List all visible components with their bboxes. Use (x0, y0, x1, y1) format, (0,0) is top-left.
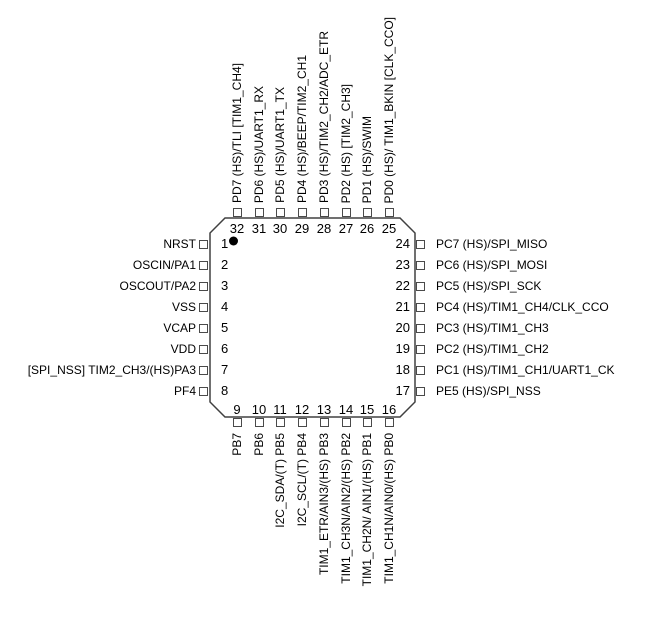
pin-label: PF4 (173, 383, 196, 398)
pin-lead-4 (199, 302, 208, 312)
pin-lead-22 (416, 281, 425, 291)
pin-number: 5 (221, 320, 229, 335)
pin-label: OSCIN/PA1 (132, 257, 196, 272)
pin-lead-14 (341, 418, 351, 427)
pin-label: I2C_SDA/(T) PB5 (273, 433, 287, 528)
pin-lead-20 (416, 323, 425, 333)
pin-lead-31 (254, 208, 264, 217)
pin-number: 20 (395, 320, 410, 335)
pin-lead-23 (416, 260, 425, 270)
pin-lead-21 (416, 302, 425, 312)
pin-lead-30 (275, 208, 285, 217)
pin-lead-1 (199, 239, 208, 249)
pin-lead-19 (416, 344, 425, 354)
pin-label: PC5 (HS)/SPI_SCK (436, 278, 542, 293)
pin-number: 21 (395, 299, 410, 314)
pin-label: OSCOUT/PA2 (119, 278, 196, 293)
pin-label: PD0 (HS)/ TIM1_BKIN [CLK_CCO] (382, 16, 396, 204)
pin-label: NRST (163, 236, 196, 251)
pin-lead-28 (319, 208, 329, 217)
pin-lead-10 (254, 418, 264, 427)
pin-label: PC2 (HS)/TIM1_CH2 (436, 341, 549, 356)
pin-number: 30 (272, 221, 288, 236)
pin-number: 11 (273, 402, 287, 417)
pin-label: PB7 (230, 433, 244, 456)
pin-lead-12 (297, 418, 307, 427)
pin-number: 14 (338, 402, 354, 417)
pin-label: VCAP (163, 320, 196, 335)
pin-label: PD2 (HS) [TIM2_CH3] (339, 83, 353, 203)
pin-label: PD6 (HS)/UART1_RX (252, 85, 266, 203)
pin-number: 6 (221, 341, 229, 356)
pin1-marker-dot (229, 236, 238, 246)
pin-number: 12 (294, 402, 310, 417)
pin-number: 13 (316, 402, 332, 417)
pin-number: 24 (395, 236, 410, 251)
pin-label: PC1 (HS)/TIM1_CH1/UART1_CK (436, 362, 615, 377)
pin-number: 4 (221, 299, 229, 314)
pin-number: 9 (233, 402, 241, 417)
pin-number: 19 (395, 341, 410, 356)
pin-lead-24 (416, 239, 425, 249)
pin-label: I2C_SCL/(T) PB4 (295, 433, 309, 527)
pin-number: 29 (294, 221, 310, 236)
pin-number: 3 (221, 278, 229, 293)
pin-label: [SPI_NSS] TIM2_CH3/(HS)PA3 (27, 362, 196, 377)
pin-number: 18 (395, 362, 410, 377)
pin-lead-5 (199, 323, 208, 333)
pin-label: TIM1_ETR/AIN3/(HS) PB3 (317, 433, 331, 576)
pin-label: PC6 (HS)/SPI_MOSI (436, 257, 548, 272)
pin-label: PD3 (HS)/TIM2_CH2/ADC_ETR (317, 30, 331, 203)
pin-label: PD5 (HS)/UART1_TX (273, 87, 287, 203)
pin-label: TIM1_CH1N/AIN0/(HS) PB0 (382, 433, 396, 584)
pin-lead-3 (199, 281, 208, 291)
pin-number: 26 (359, 221, 375, 236)
pin-number: 15 (359, 402, 375, 417)
pin-number: 17 (395, 383, 410, 398)
pin-lead-25 (384, 208, 394, 217)
pin-number: 8 (221, 383, 229, 398)
pin-number: 25 (381, 221, 397, 236)
pin-label: PC7 (HS)/SPI_MISO (436, 236, 548, 251)
chip-outline (209, 217, 416, 418)
pin-label: VSS (171, 299, 196, 314)
pin-number: 28 (316, 221, 332, 236)
pin-label: PB6 (252, 433, 266, 456)
pin-number: 23 (395, 257, 410, 272)
pin-number: 22 (395, 278, 410, 293)
pin-lead-16 (384, 418, 394, 427)
pin-lead-15 (362, 418, 372, 427)
pin-number: 7 (221, 362, 229, 377)
pin-lead-29 (297, 208, 307, 217)
pin-label: PD1 (HS)/SWIM (360, 115, 374, 203)
pin-number: 31 (251, 221, 267, 236)
pin-lead-11 (275, 418, 285, 427)
pin-lead-7 (199, 365, 208, 375)
pin-label: PC4 (HS)/TIM1_CH4/CLK_CCO (436, 299, 609, 314)
pin-number: 1 (221, 236, 229, 251)
pin-number: 27 (338, 221, 354, 236)
pin-label: TIM1_CH2N/ AIN1/(HS) PB1 (360, 433, 374, 587)
pin-lead-26 (362, 208, 372, 217)
pin-lead-9 (232, 418, 242, 427)
pin-lead-27 (341, 208, 351, 217)
pin-number: 10 (251, 402, 267, 417)
pin-number: 16 (381, 402, 397, 417)
pin-label: PD7 (HS)/TLI [TIM1_CH4] (230, 62, 244, 203)
pin-lead-17 (416, 386, 425, 396)
pin-label: PD4 (HS)/BEEP/TIM2_CH1 (295, 54, 309, 203)
pin-lead-8 (199, 386, 208, 396)
pin-label: PC3 (HS)/TIM1_CH3 (436, 320, 549, 335)
pin-label: TIM1_CH3N/AIN2/(HS) PB2 (339, 433, 353, 584)
pin-lead-32 (232, 208, 242, 217)
pin-number: 32 (229, 221, 245, 236)
pin-lead-2 (199, 260, 208, 270)
pin-lead-6 (199, 344, 208, 354)
pin-number: 2 (221, 257, 229, 272)
pin-label: VDD (170, 341, 196, 356)
pin-label: PE5 (HS)/SPI_NSS (436, 383, 541, 398)
pin-lead-18 (416, 365, 425, 375)
pin-lead-13 (319, 418, 329, 427)
